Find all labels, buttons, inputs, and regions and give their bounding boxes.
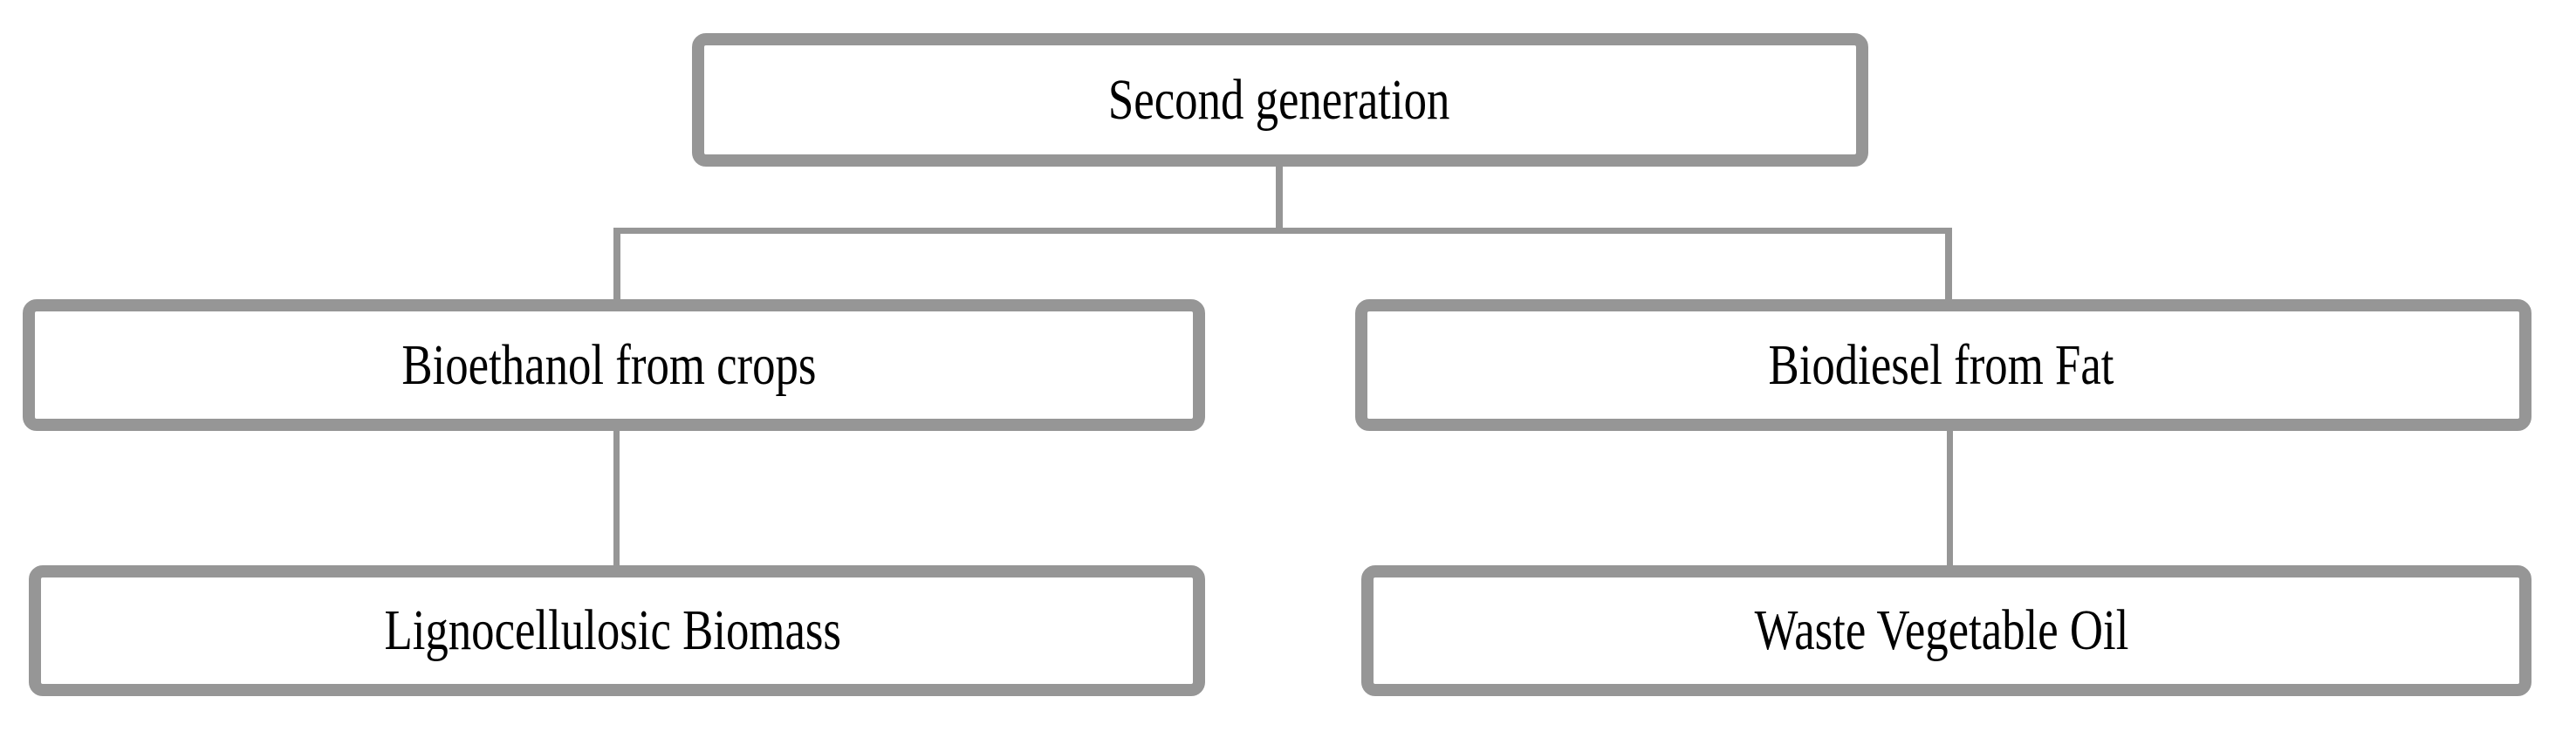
node-label-waste-vegetable-oil: Waste Vegetable Oil — [1754, 598, 2128, 662]
node-biodiesel-from-fat[interactable]: Biodiesel from Fat — [1355, 299, 2531, 431]
connector-horizontal-bus — [613, 228, 1952, 234]
node-bioethanol-from-crops[interactable]: Bioethanol from crops — [23, 299, 1205, 431]
connector-bioethanol-to-lignocellulosic — [613, 427, 620, 569]
node-waste-vegetable-oil[interactable]: Waste Vegetable Oil — [1361, 565, 2531, 696]
node-second-generation[interactable]: Second generation — [692, 33, 1868, 167]
connector-root-to-bioethanol — [613, 228, 620, 303]
node-label-second-generation: Second generation — [1108, 67, 1450, 132]
connector-biodiesel-to-waste-oil — [1947, 427, 1953, 569]
connector-root-stem — [1276, 164, 1283, 232]
connector-root-to-biodiesel — [1945, 228, 1952, 303]
node-label-lignocellulosic-biomass: Lignocellulosic Biomass — [384, 598, 841, 662]
node-label-biodiesel-from-fat: Biodiesel from Fat — [1768, 332, 2114, 397]
node-lignocellulosic-biomass[interactable]: Lignocellulosic Biomass — [29, 565, 1205, 696]
node-label-bioethanol-from-crops: Bioethanol from crops — [401, 332, 817, 397]
